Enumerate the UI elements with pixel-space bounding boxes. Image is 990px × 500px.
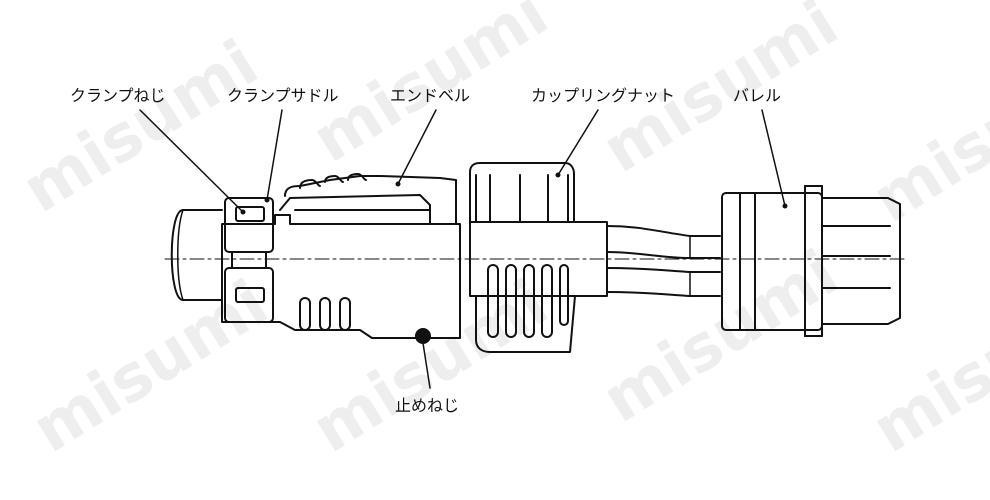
label-coupling-nut: カップリングナット: [531, 86, 676, 105]
label-clamp-screw: クランプねじ: [70, 86, 166, 105]
leader-lines: [139, 109, 786, 389]
cable: [170, 209, 223, 301]
wires: [606, 225, 721, 297]
label-barrel: バレル: [733, 86, 782, 105]
coupling-nut: [469, 162, 608, 353]
set-screw: [415, 328, 431, 344]
label-end-bell: エンドベル: [390, 86, 471, 105]
clamp-screw: [224, 197, 274, 323]
label-clamp-saddle: クランプサドル: [227, 86, 339, 105]
clamp-saddle: [221, 194, 461, 339]
end-bell: [284, 173, 457, 331]
barrel: [721, 185, 901, 337]
label-set-screw: 止めねじ: [395, 396, 460, 415]
